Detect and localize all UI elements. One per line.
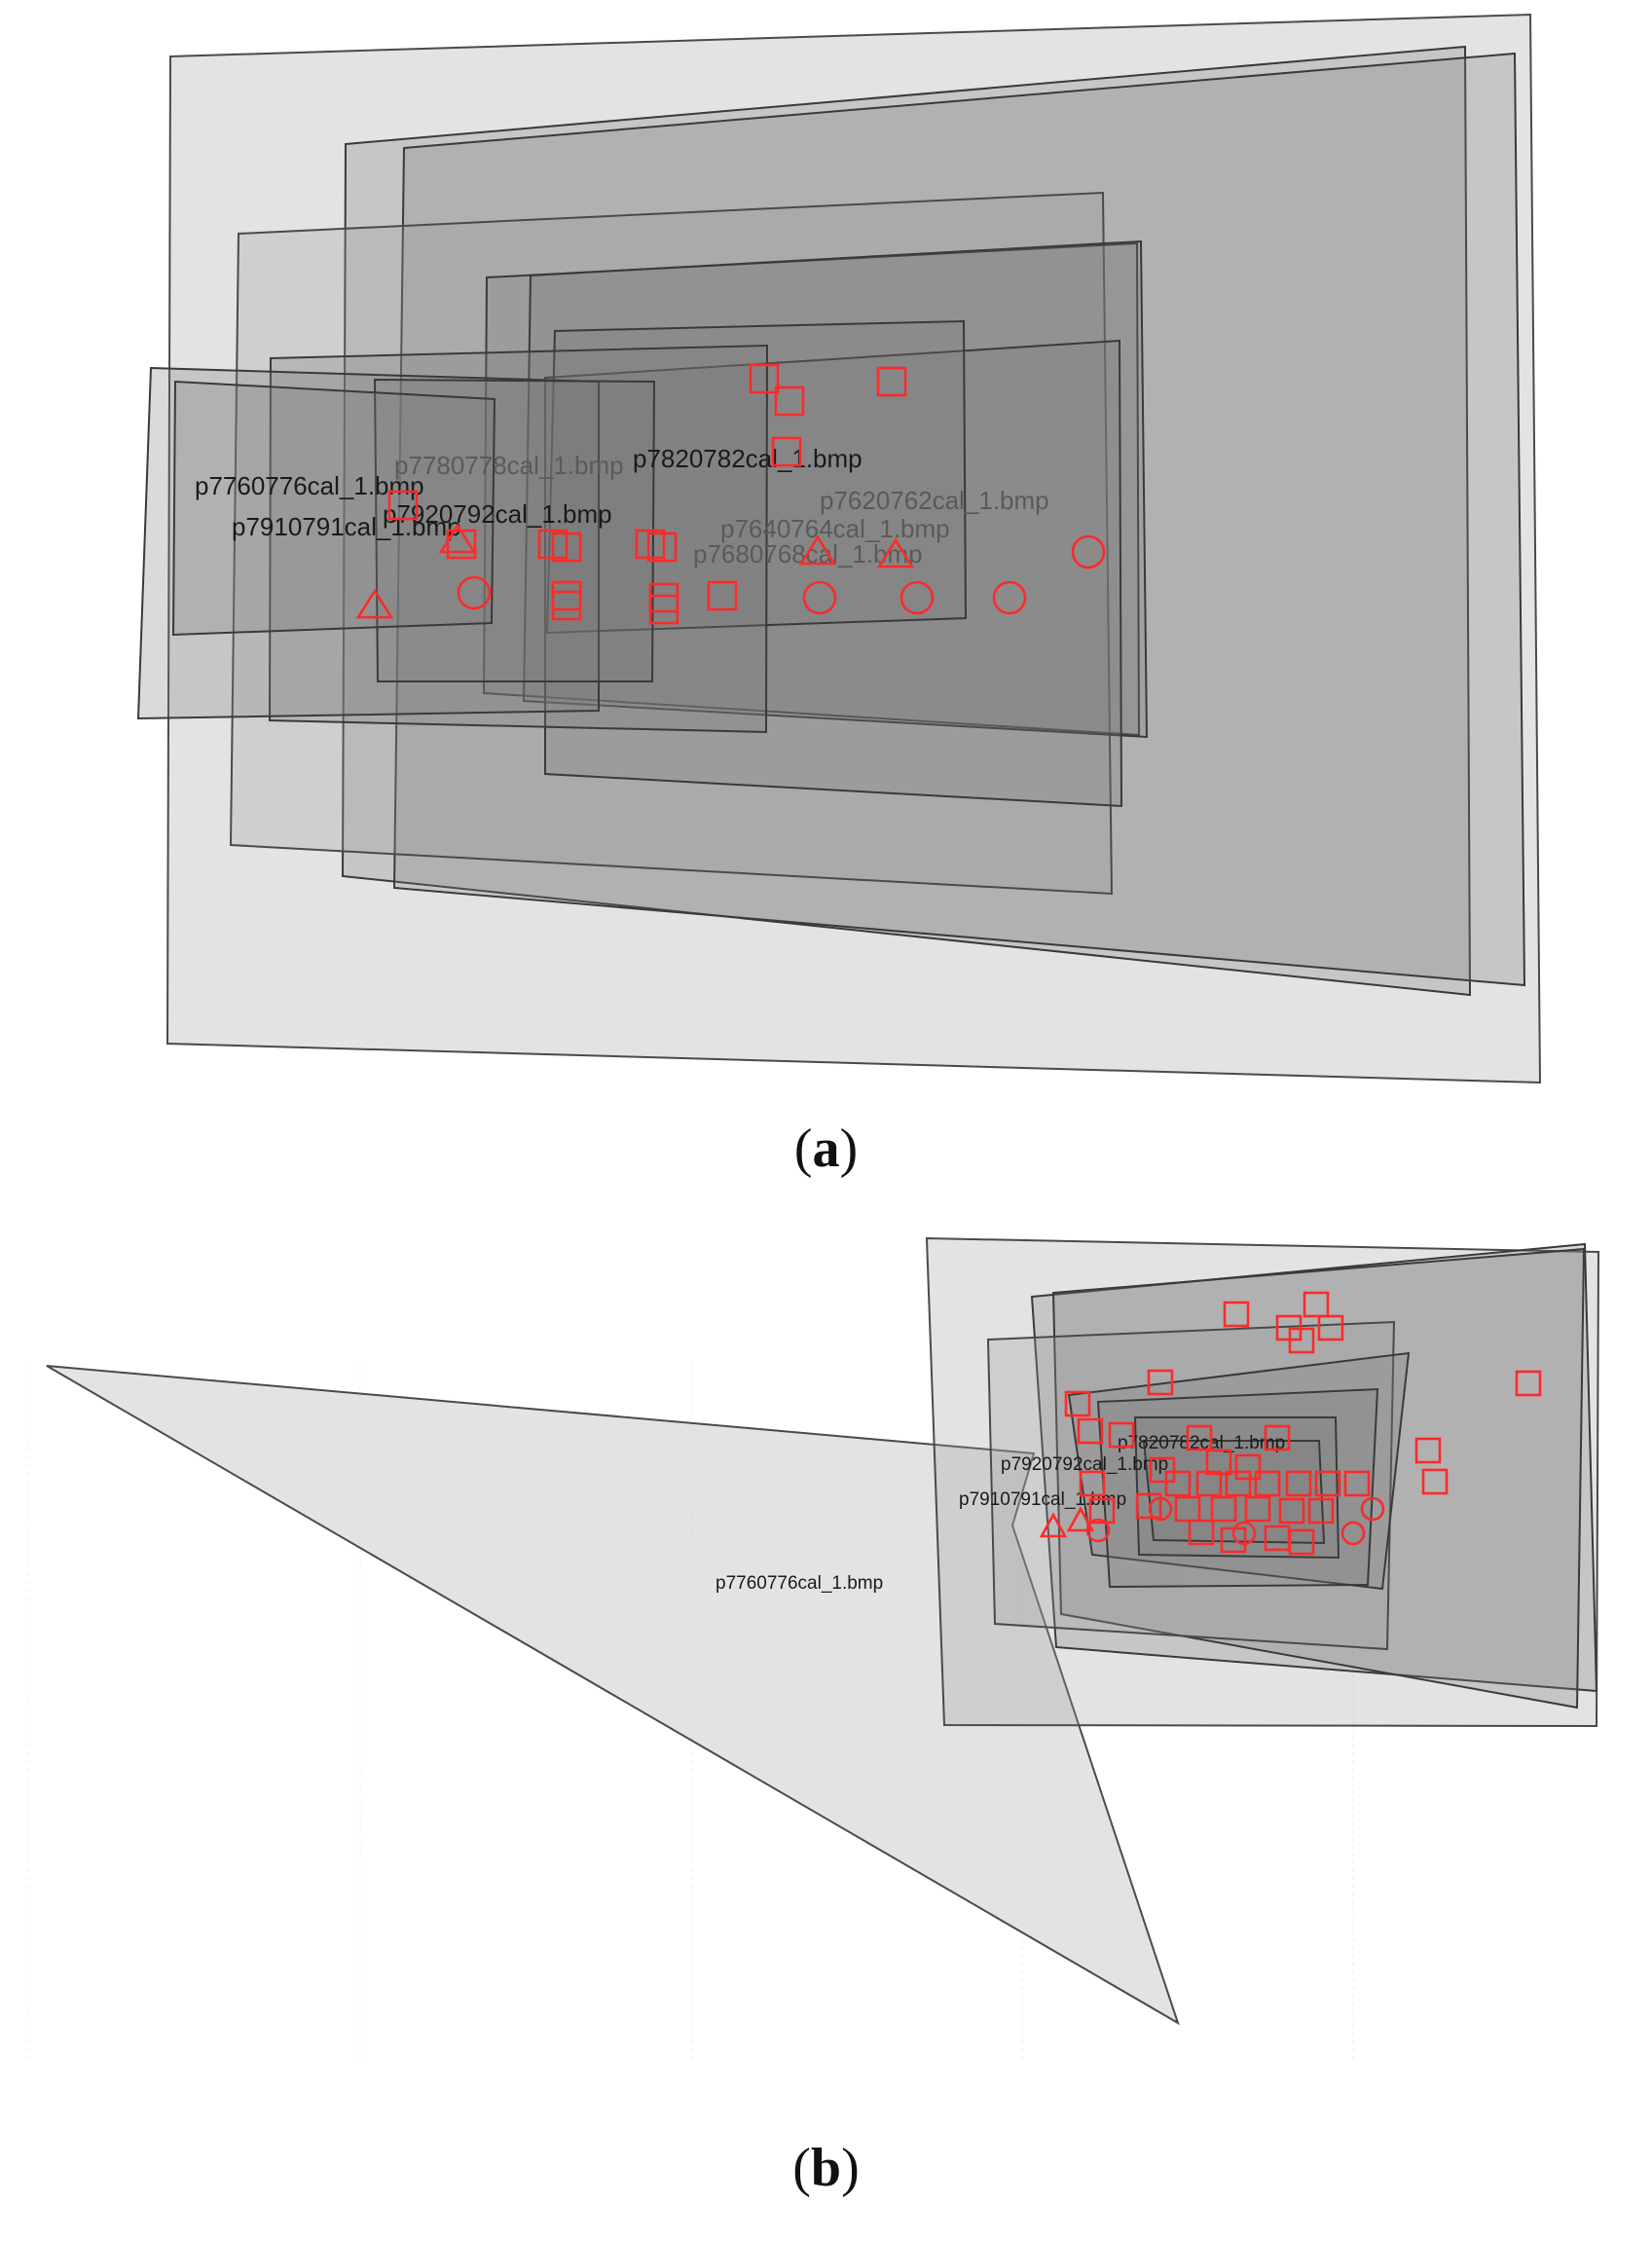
triangle-markers: [355, 523, 915, 619]
square-marker: [1317, 1314, 1344, 1341]
circle-marker: [457, 575, 492, 610]
square-marker: [551, 532, 582, 563]
panel-b-background: [24, 1256, 1621, 2074]
image-footprint: [1096, 1387, 1379, 1589]
square-marker: [1314, 1470, 1341, 1497]
square-marker: [387, 490, 419, 521]
square-marker: [1149, 1456, 1176, 1484]
caption-b-letter: b: [810, 2138, 842, 2198]
image-label: p7920792cal_1.bmp: [1001, 1454, 1168, 1475]
image-label: p7760776cal_1.bmp: [195, 471, 424, 500]
square-marker: [1515, 1370, 1542, 1397]
triangle-marker: [1066, 1506, 1095, 1532]
square-marker: [1264, 1424, 1291, 1451]
circle-marker: [1340, 1521, 1366, 1546]
image-label: p7620762cal_1.bmp: [820, 486, 1049, 515]
image-footprint: [392, 52, 1526, 987]
image-footprint: [341, 45, 1472, 997]
square-marker: [1288, 1528, 1315, 1556]
circle-marker: [1231, 1521, 1257, 1546]
square-marker: [1135, 1492, 1162, 1520]
square-marker: [1225, 1470, 1252, 1497]
square-marker: [749, 363, 780, 394]
square-marker: [551, 590, 582, 621]
caption-a-letter: a: [812, 1119, 840, 1179]
square-marker: [707, 580, 738, 611]
square-marker: [1303, 1291, 1330, 1318]
square-marker: [646, 532, 678, 563]
panel-b-mosaic: p7760776cal_1.bmp p7920792cal_1.bmp p791…: [24, 1236, 1621, 2074]
background-grid: [28, 1363, 1354, 2064]
image-footprint: [46, 1365, 1180, 2026]
square-marker: [1077, 1417, 1104, 1445]
image-footprint: [165, 13, 1542, 1084]
square-marker: [1278, 1497, 1305, 1525]
triangle-markers: [1039, 1506, 1095, 1538]
image-label: p7910791cal_1.bmp: [232, 512, 461, 541]
square-marker: [1174, 1495, 1201, 1523]
image-footprint: [268, 344, 769, 734]
circle-markers: [457, 534, 1106, 615]
image-footprint: [544, 339, 1123, 808]
image-label: p7820782cal_1.bmp: [1118, 1433, 1285, 1453]
square-marker: [1186, 1424, 1213, 1451]
square-marker: [1343, 1470, 1371, 1497]
image-footprint: [482, 241, 1141, 737]
square-marker: [1421, 1468, 1449, 1495]
image-label: p7920792cal_1.bmp: [383, 499, 612, 529]
triangle-marker: [438, 523, 477, 554]
circle-marker: [802, 580, 837, 615]
triangle-marker: [1039, 1512, 1068, 1538]
image-footprint: [373, 378, 656, 682]
circle-marker: [992, 580, 1027, 615]
image-label: p7780778cal_1.bmp: [394, 451, 624, 480]
square-marker: [1079, 1470, 1106, 1497]
square-marker: [876, 366, 907, 397]
panel-a-mosaic: p7760776cal_1.bmp p7780778cal_1.bmp p791…: [54, 13, 1562, 1090]
image-label: p7760776cal_1.bmp: [716, 1573, 883, 1594]
square-marker: [1285, 1470, 1312, 1497]
square-marker: [1244, 1495, 1271, 1523]
square-marker: [1147, 1369, 1174, 1396]
square-markers: [387, 363, 907, 625]
square-marker: [774, 386, 805, 417]
square-marker: [1205, 1449, 1232, 1476]
circle-marker: [1148, 1496, 1173, 1522]
square-marker: [1234, 1453, 1262, 1481]
panel-b: p7760776cal_1.bmp p7920792cal_1.bmp p791…: [0, 1217, 1652, 2074]
image-label: p7820782cal_1.bmp: [633, 444, 863, 473]
square-marker: [1223, 1301, 1250, 1328]
triangle-marker: [876, 537, 915, 569]
caption-b: (b): [792, 2138, 860, 2198]
square-marker: [1064, 1390, 1091, 1417]
square-marker: [1188, 1519, 1215, 1546]
square-marker: [635, 529, 666, 560]
circle-marker: [1360, 1496, 1385, 1522]
image-footprint: [522, 239, 1149, 739]
image-footprint: [1030, 1242, 1598, 1693]
square-marker: [648, 594, 679, 625]
square-marker: [1254, 1470, 1281, 1497]
circle-marker: [899, 580, 935, 615]
square-marker: [771, 436, 802, 467]
square-markers: [1064, 1291, 1542, 1556]
square-marker: [1288, 1327, 1315, 1354]
square-marker: [1307, 1497, 1335, 1525]
square-marker: [1108, 1421, 1135, 1449]
image-label: p7640764cal_1.bmp: [720, 514, 950, 543]
square-marker: [1210, 1495, 1237, 1523]
image-footprint: [1051, 1247, 1586, 1709]
square-marker: [1164, 1470, 1192, 1497]
caption-a: (a): [793, 1119, 859, 1179]
image-footprint: [171, 380, 496, 637]
triangle-marker: [355, 588, 394, 619]
square-marker: [1414, 1437, 1442, 1464]
square-marker: [1195, 1470, 1223, 1497]
panel-a: p7760776cal_1.bmp p7780778cal_1.bmp p791…: [0, 0, 1652, 1110]
triangle-marker: [798, 534, 837, 566]
square-marker: [1088, 1497, 1116, 1525]
circle-marker: [1071, 534, 1106, 569]
image-footprint: [545, 319, 968, 635]
image-footprint: [925, 1236, 1600, 1728]
